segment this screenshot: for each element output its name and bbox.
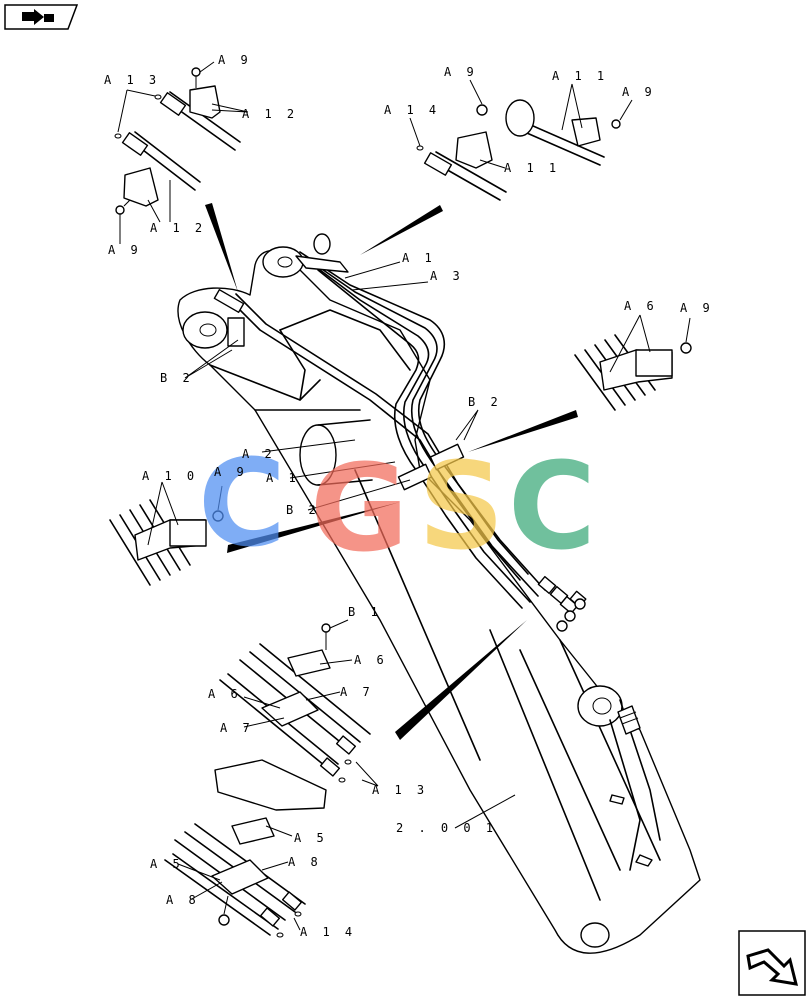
label-a11-mid: A 1 1: [504, 161, 560, 175]
watermark-letter-s: S: [418, 438, 504, 577]
label-a2: A 2: [242, 447, 276, 461]
label-a8-left: A 8: [166, 893, 200, 907]
label-a9-left-bolt: A 9: [108, 243, 142, 257]
label-b2-center: B 2: [468, 395, 502, 409]
label-a12-top: A 1 2: [242, 107, 298, 121]
label-b2-left: B 2: [160, 371, 194, 385]
next-page-icon[interactable]: [738, 930, 806, 996]
callout-pointers: [205, 203, 578, 740]
boom-arm: [177, 246, 701, 954]
label-a13-top: A 1 3: [104, 73, 160, 87]
label-b2-lower: B 2: [286, 503, 320, 517]
part-labels: A 1 3 A 9 A 1 2 A 1 2 A 9 A 9 A 1 4 A 1 …: [104, 53, 714, 939]
label-a14-bottom: A 1 4: [300, 925, 356, 939]
watermark-cgsc: C G S C: [198, 435, 596, 579]
detail-bottom-clamps: [164, 619, 516, 938]
label-a1-lower: A 1: [266, 471, 300, 485]
label-a5-right: A 5: [294, 831, 328, 845]
label-a9-top-left: A 9: [218, 53, 252, 67]
label-a13-bottom: A 1 3: [372, 783, 428, 797]
detail-top-left: [114, 61, 249, 244]
label-a7-right: A 7: [340, 685, 374, 699]
label-a5-left: A 5: [150, 857, 184, 871]
previous-page-icon[interactable]: [4, 4, 78, 30]
label-a6-bottom-left: A 6: [208, 687, 242, 701]
pipe-end-fittings: [537, 575, 587, 632]
watermark-letter-c2: C: [508, 438, 596, 577]
label-a6-right: A 6: [624, 299, 658, 313]
label-a6-bottom-right: A 6: [354, 653, 388, 667]
label-a9-top-right: A 9: [622, 85, 656, 99]
label-a14-top: A 1 4: [384, 103, 440, 117]
label-a1-top: A 1: [402, 251, 436, 265]
detail-right-clamp: [574, 314, 692, 411]
label-reference-code: 2 . 0 0 1: [396, 821, 497, 835]
detail-top-right: [409, 79, 633, 201]
label-a8-right: A 8: [288, 855, 322, 869]
label-a9-right: A 9: [680, 301, 714, 315]
label-b1: B 1: [348, 605, 382, 619]
label-a7-left: A 7: [220, 721, 254, 735]
label-a12-bottom: A 1 2: [150, 221, 206, 235]
watermark-letter-c1: C: [198, 435, 286, 574]
leader-lines: [184, 261, 479, 511]
label-a9-top-center: A 9: [444, 65, 478, 79]
label-a11-top: A 1 1: [552, 69, 608, 83]
label-a9-left-clamp: A 9: [214, 465, 248, 479]
label-a3: A 3: [430, 269, 464, 283]
detail-left-clamp: [109, 481, 224, 586]
hydraulic-pipes: [213, 233, 587, 632]
watermark-letter-g: G: [310, 440, 409, 579]
label-a10: A 1 0: [142, 469, 198, 483]
